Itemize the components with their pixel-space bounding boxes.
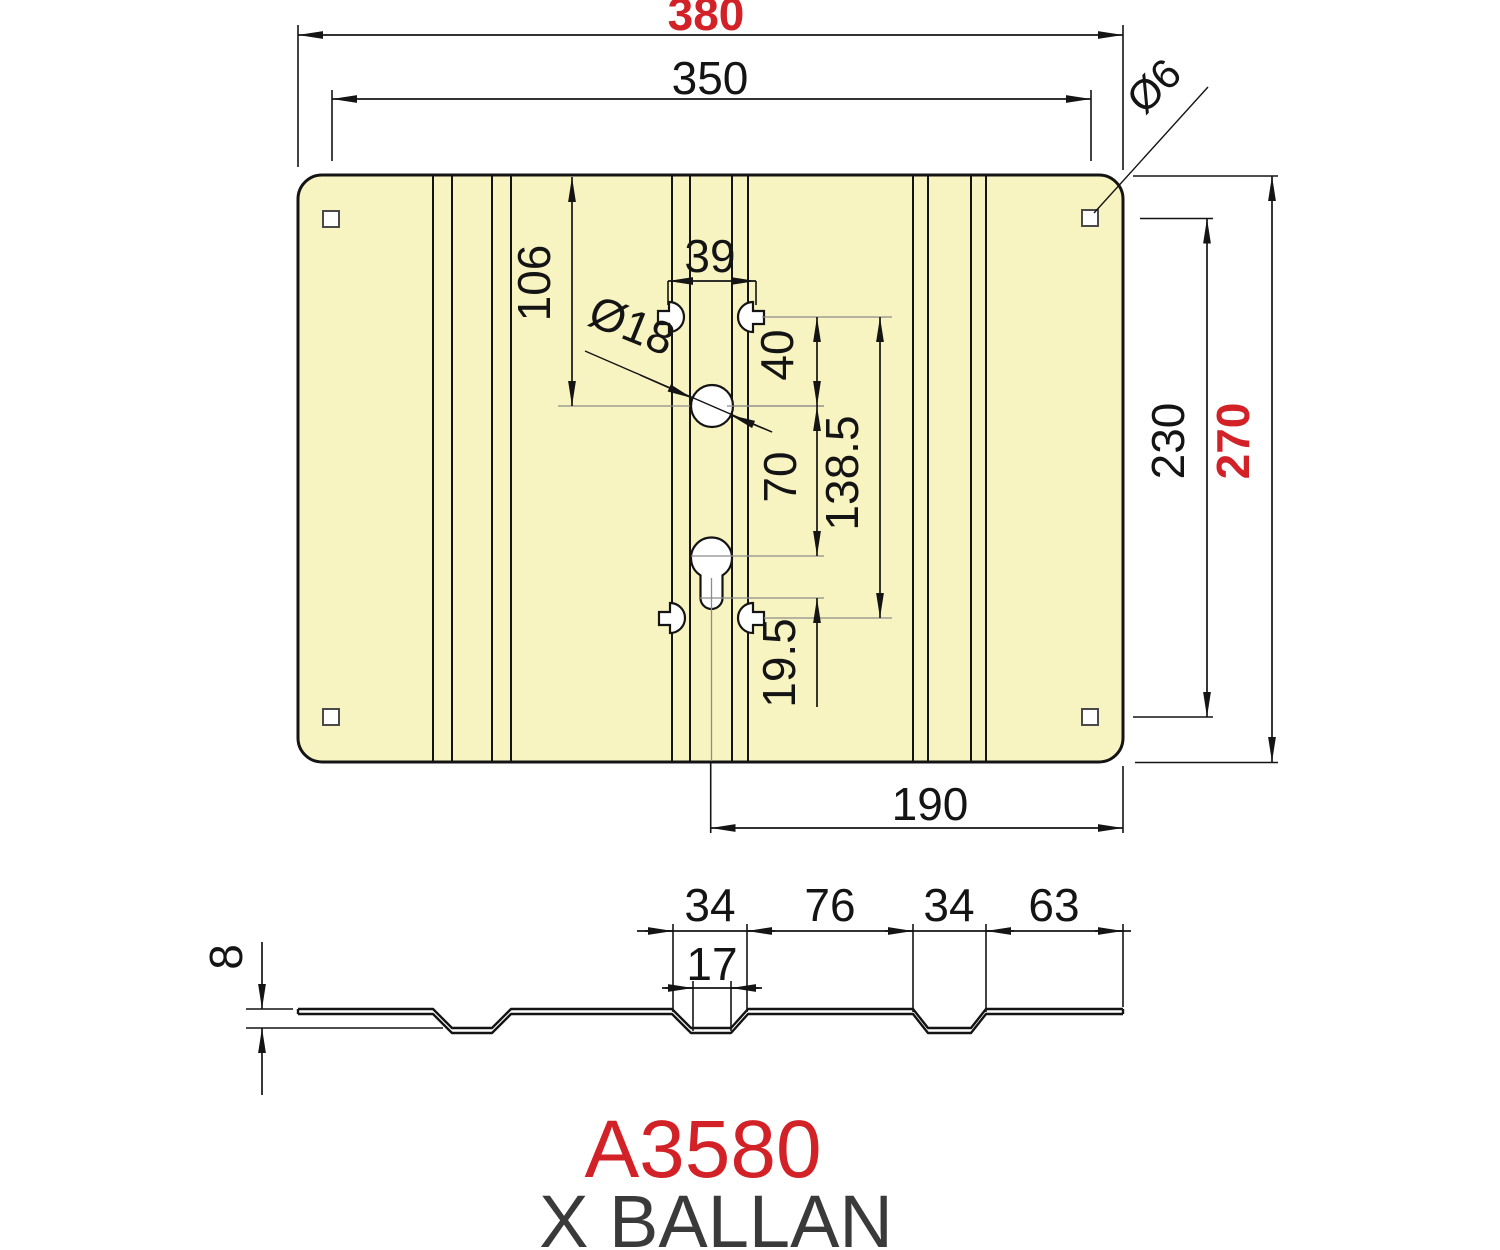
dim-label-76: 76 <box>804 879 855 931</box>
dim-label-230: 230 <box>1142 403 1194 480</box>
dim-slot-column-span: 138.5 <box>816 317 884 618</box>
corner-hole <box>322 708 340 726</box>
dim-chain: 34 76 34 63 <box>637 879 1131 935</box>
title-model: A3580 <box>584 1104 821 1195</box>
dim-label-d6: Ø6 <box>1117 49 1190 122</box>
dim-top-to-center-hole: 106 <box>508 177 576 406</box>
dim-label-19-5: 19.5 <box>753 618 805 708</box>
dim-label-63: 63 <box>1028 879 1079 931</box>
dim-label-34-right: 34 <box>923 879 974 931</box>
section-view <box>296 1007 1125 1035</box>
slot-hole-bottom-left <box>657 601 687 635</box>
dim-keyhole-slot-drop: 19.5 <box>753 598 821 708</box>
dim-label-106: 106 <box>508 245 560 322</box>
corner-holes <box>322 209 1099 726</box>
title-block: A3580 X BALLAN <box>539 1104 893 1250</box>
dim-label-39: 39 <box>684 230 735 282</box>
section-profile-outer <box>298 1007 1123 1030</box>
dim-label-8: 8 <box>200 944 252 970</box>
slot-holes <box>656 300 766 635</box>
section-profile-inner <box>298 1012 1123 1035</box>
dim-label-70: 70 <box>754 451 806 502</box>
slot-hole-bottom-right <box>736 601 766 635</box>
centerlines <box>691 316 892 761</box>
dim-overall-height: 270 <box>1133 175 1278 764</box>
corner-hole <box>1081 209 1099 227</box>
dim-label-34-left: 34 <box>684 879 735 931</box>
dimensions-top-view: 380 350 Ø6 106 39 <box>297 0 1278 833</box>
dim-label-350: 350 <box>672 52 749 104</box>
dim-label-270: 270 <box>1207 403 1259 480</box>
dim-overall-width: 380 <box>297 0 1124 170</box>
dimensions-section-view: 34 76 34 63 17 8 <box>200 879 1131 1095</box>
slot-hole-top-left <box>656 300 686 334</box>
dim-corner-hole-span-h: 350 <box>331 52 1092 161</box>
dim-label-17: 17 <box>686 938 737 990</box>
dim-center-to-right-edge: 190 <box>709 761 1124 833</box>
dim-label-40: 40 <box>751 329 803 380</box>
dim-channel-depth: 8 <box>200 942 443 1095</box>
dim-label-380: 380 <box>668 0 745 40</box>
dim-slot-to-center-hole: 40 <box>727 317 824 407</box>
title-brand: X BALLAN <box>539 1180 893 1250</box>
dim-slot-pair-span: 39 <box>667 230 757 305</box>
dim-center-to-keyhole: 70 <box>754 406 821 556</box>
plate-top-view <box>296 173 1125 764</box>
dim-label-190: 190 <box>892 778 969 830</box>
corner-hole <box>322 210 340 228</box>
dim-channel-bottom: 17 <box>662 938 762 992</box>
bend-lines <box>432 176 987 761</box>
slot-hole-top-right <box>736 300 766 334</box>
corner-hole <box>1081 708 1099 726</box>
dim-corner-hole-span-v: 230 <box>1133 217 1213 718</box>
dim-label-138-5: 138.5 <box>816 415 868 530</box>
